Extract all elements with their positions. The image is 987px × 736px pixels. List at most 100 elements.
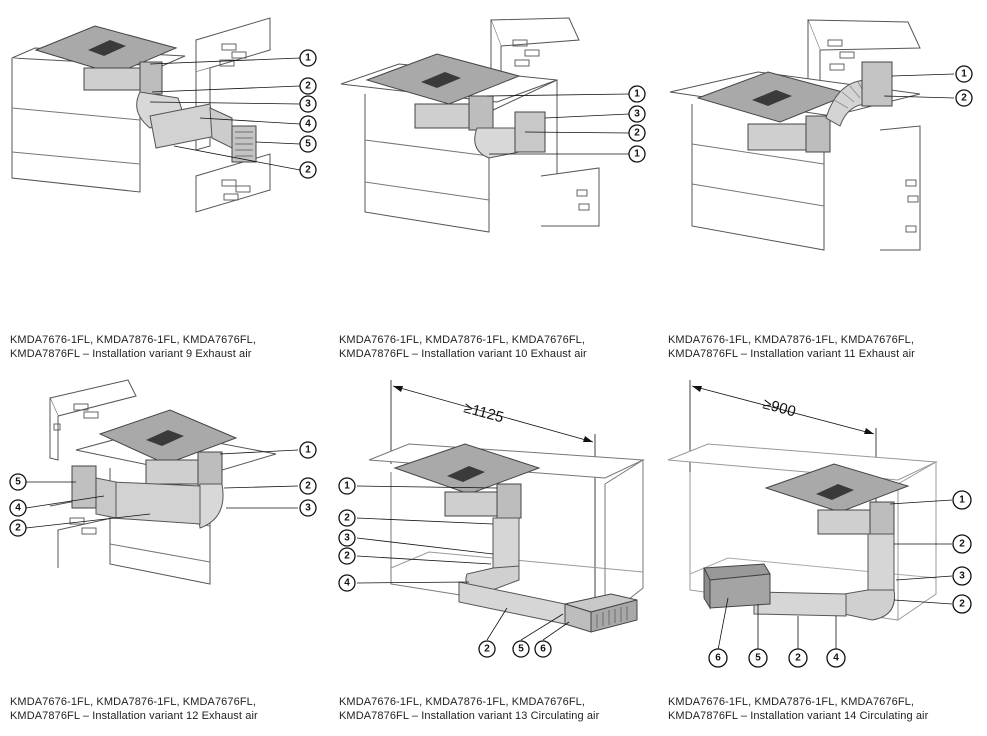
svg-text:2: 2 bbox=[634, 128, 640, 139]
callout-4: 4 bbox=[9, 499, 27, 517]
svg-text:2: 2 bbox=[961, 93, 967, 104]
caption-line-1: KMDA7676-1FL, KMDA7876-1FL, KMDA7676FL, bbox=[668, 696, 915, 708]
installation-panel-variant-14: ≥900 1 2 3 2 6 5 2 bbox=[658, 368, 987, 736]
caption-line-2: KMDA7876FL – Installation variant 14 Cir… bbox=[668, 710, 929, 722]
callout-2b: 2 bbox=[338, 547, 356, 565]
dimension-label: ≥1125 bbox=[462, 399, 506, 426]
callout-4: 4 bbox=[826, 648, 846, 668]
svg-text:5: 5 bbox=[755, 653, 761, 664]
svg-text:1: 1 bbox=[634, 149, 640, 160]
caption-line-2: KMDA7876FL – Installation variant 9 Exha… bbox=[10, 348, 252, 360]
svg-text:3: 3 bbox=[634, 109, 640, 120]
installation-panel-variant-12: 1 2 3 5 4 2 KMDA7676-1FL, KMDA7876-1FL, … bbox=[0, 368, 329, 736]
callout-1b: 1 bbox=[628, 145, 646, 163]
svg-text:3: 3 bbox=[959, 571, 965, 582]
callout-4: 4 bbox=[299, 115, 317, 133]
svg-text:4: 4 bbox=[15, 503, 21, 514]
svg-text:2: 2 bbox=[959, 599, 965, 610]
callout-2b: 2 bbox=[9, 519, 27, 537]
installation-diagram-variant-9: 1 2 3 4 5 2 bbox=[11, 17, 317, 213]
svg-text:1: 1 bbox=[961, 69, 967, 80]
caption-variant-10: KMDA7676-1FL, KMDA7876-1FL, KMDA7676FL, … bbox=[339, 333, 587, 361]
caption-line-1: KMDA7676-1FL, KMDA7876-1FL, KMDA7676FL, bbox=[339, 334, 586, 346]
callout-1: 1 bbox=[299, 441, 317, 459]
svg-text:2: 2 bbox=[305, 481, 311, 492]
callout-6: 6 bbox=[534, 640, 552, 658]
callout-5: 5 bbox=[748, 648, 768, 668]
installation-panel-variant-10: 1 3 2 1 KMDA7676-1FL, KMDA7876-1FL, KMDA… bbox=[329, 0, 658, 368]
svg-text:2: 2 bbox=[15, 523, 21, 534]
callout-1: 1 bbox=[338, 477, 356, 495]
callout-3: 3 bbox=[952, 566, 972, 586]
callout-5: 5 bbox=[512, 640, 530, 658]
svg-text:2: 2 bbox=[484, 644, 490, 655]
callout-2: 2 bbox=[952, 534, 972, 554]
callout-1: 1 bbox=[955, 65, 973, 83]
caption-line-1: KMDA7676-1FL, KMDA7876-1FL, KMDA7676FL, bbox=[668, 334, 915, 346]
dimension-label: ≥900 bbox=[761, 395, 798, 420]
caption-variant-14: KMDA7676-1FL, KMDA7876-1FL, KMDA7676FL, … bbox=[668, 695, 928, 723]
callout-3: 3 bbox=[299, 499, 317, 517]
callout-3: 3 bbox=[299, 95, 317, 113]
svg-text:2: 2 bbox=[305, 81, 311, 92]
installation-diagram-variant-11: 1 2 bbox=[669, 19, 973, 251]
callout-2b: 2 bbox=[299, 161, 317, 179]
svg-text:3: 3 bbox=[344, 533, 350, 544]
installation-panel-variant-13: ≥1125 1 2 3 2 4 2 bbox=[329, 368, 658, 736]
installation-diagram-variant-12: 1 2 3 5 4 2 bbox=[9, 379, 317, 585]
svg-text:1: 1 bbox=[305, 53, 311, 64]
svg-text:3: 3 bbox=[305, 99, 311, 110]
installation-panel-variant-9: 1 2 3 4 5 2 KMDA7676-1FL, KMDA7876-1FL, … bbox=[0, 0, 329, 368]
svg-text:1: 1 bbox=[305, 445, 311, 456]
svg-text:4: 4 bbox=[344, 578, 350, 589]
callout-2c: 2 bbox=[478, 640, 496, 658]
svg-text:5: 5 bbox=[15, 477, 21, 488]
svg-text:4: 4 bbox=[305, 119, 311, 130]
callout-4: 4 bbox=[338, 574, 356, 592]
installation-diagram-variant-10: 1 3 2 1 bbox=[340, 17, 646, 233]
callout-3: 3 bbox=[628, 105, 646, 123]
callout-5: 5 bbox=[299, 135, 317, 153]
callout-5: 5 bbox=[9, 473, 27, 491]
svg-text:5: 5 bbox=[518, 644, 524, 655]
svg-text:2: 2 bbox=[344, 551, 350, 562]
caption-variant-11: KMDA7676-1FL, KMDA7876-1FL, KMDA7676FL, … bbox=[668, 333, 915, 361]
callout-2: 2 bbox=[628, 124, 646, 142]
callout-2c: 2 bbox=[788, 648, 808, 668]
callout-2: 2 bbox=[338, 509, 356, 527]
caption-variant-13: KMDA7676-1FL, KMDA7876-1FL, KMDA7676FL, … bbox=[339, 695, 599, 723]
svg-text:2: 2 bbox=[344, 513, 350, 524]
callout-3: 3 bbox=[338, 529, 356, 547]
installation-panel-variant-11: 1 2 KMDA7676-1FL, KMDA7876-1FL, KMDA7676… bbox=[658, 0, 987, 368]
caption-line-2: KMDA7876FL – Installation variant 10 Exh… bbox=[339, 348, 587, 360]
svg-text:2: 2 bbox=[305, 165, 311, 176]
svg-text:4: 4 bbox=[833, 653, 839, 664]
caption-line-2: KMDA7876FL – Installation variant 12 Exh… bbox=[10, 710, 258, 722]
callout-2: 2 bbox=[299, 77, 317, 95]
svg-text:6: 6 bbox=[715, 653, 721, 664]
caption-line-1: KMDA7676-1FL, KMDA7876-1FL, KMDA7676FL, bbox=[10, 696, 257, 708]
caption-line-1: KMDA7676-1FL, KMDA7876-1FL, KMDA7676FL, bbox=[10, 334, 257, 346]
svg-text:2: 2 bbox=[795, 653, 801, 664]
callout-2b: 2 bbox=[952, 594, 972, 614]
svg-text:2: 2 bbox=[959, 539, 965, 550]
svg-text:5: 5 bbox=[305, 139, 311, 150]
caption-line-2: KMDA7876FL – Installation variant 11 Exh… bbox=[668, 348, 915, 360]
svg-text:1: 1 bbox=[634, 89, 640, 100]
svg-text:1: 1 bbox=[959, 495, 965, 506]
callout-2: 2 bbox=[955, 89, 973, 107]
callout-1: 1 bbox=[628, 85, 646, 103]
svg-text:1: 1 bbox=[344, 481, 350, 492]
caption-variant-12: KMDA7676-1FL, KMDA7876-1FL, KMDA7676FL, … bbox=[10, 695, 258, 723]
installation-diagram-variant-13: ≥1125 1 2 3 2 4 2 bbox=[338, 380, 645, 658]
svg-text:3: 3 bbox=[305, 503, 311, 514]
installation-diagram-variant-14: ≥900 1 2 3 2 6 5 2 bbox=[667, 380, 972, 668]
callout-6: 6 bbox=[708, 648, 728, 668]
caption-line-1: KMDA7676-1FL, KMDA7876-1FL, KMDA7676FL, bbox=[339, 696, 586, 708]
caption-line-2: KMDA7876FL – Installation variant 13 Cir… bbox=[339, 710, 600, 722]
caption-variant-9: KMDA7676-1FL, KMDA7876-1FL, KMDA7676FL, … bbox=[10, 333, 256, 361]
callout-1: 1 bbox=[299, 49, 317, 67]
callout-1: 1 bbox=[952, 490, 972, 510]
svg-text:6: 6 bbox=[540, 644, 546, 655]
callout-2: 2 bbox=[299, 477, 317, 495]
